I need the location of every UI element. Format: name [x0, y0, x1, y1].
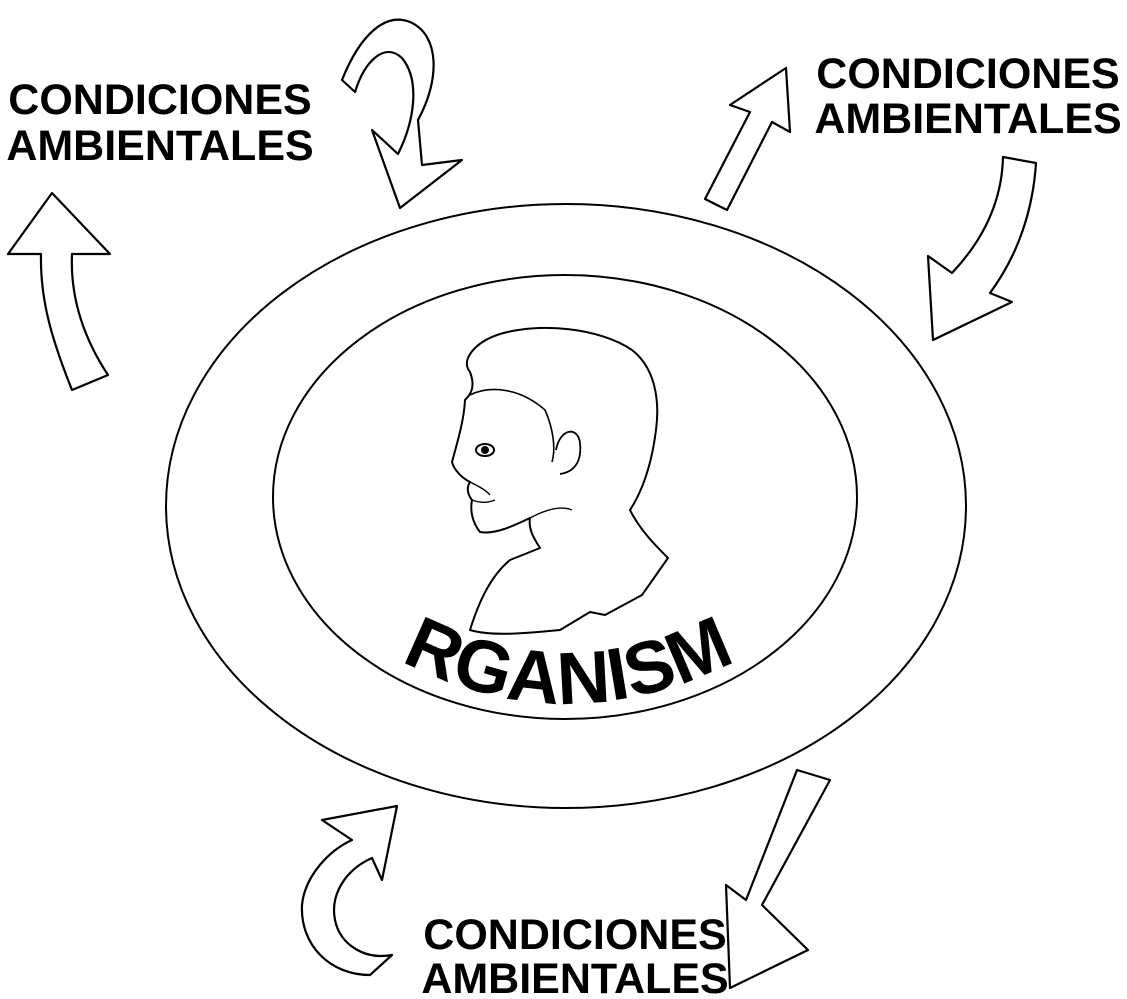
environment-label-top-right: CONDICIONES AMBIENTALES — [814, 50, 1121, 143]
left-curved-up-arrow — [6, 191, 112, 392]
environment-label-top-left: CONDICIONES AMBIENTALES — [6, 76, 313, 170]
environment-label-bottom: CONDICIONES AMBIENTALES — [421, 911, 728, 999]
environment-label-top-right-line2: AMBIENTALES — [814, 95, 1121, 143]
top-left-curled-down-arrow — [340, 18, 464, 210]
top-right-outward-arrow — [703, 66, 792, 212]
environment-label-bottom-line1: CONDICIONES — [423, 911, 726, 959]
bottom-right-outward-arrow — [724, 768, 832, 990]
environment-label-top-right-line1: CONDICIONES — [816, 50, 1119, 98]
inner-organism-ring — [272, 274, 858, 720]
human-head-icon — [451, 326, 669, 635]
environment-label-bottom-line2: AMBIENTALES — [421, 955, 728, 999]
outer-environment-ring — [165, 203, 967, 809]
environment-label-top-left-line1: CONDICIONES — [8, 76, 311, 124]
environment-label-top-left-line2: AMBIENTALES — [6, 122, 313, 170]
bottom-left-curled-up-arrow — [300, 804, 399, 977]
right-inward-arrow — [926, 155, 1038, 342]
